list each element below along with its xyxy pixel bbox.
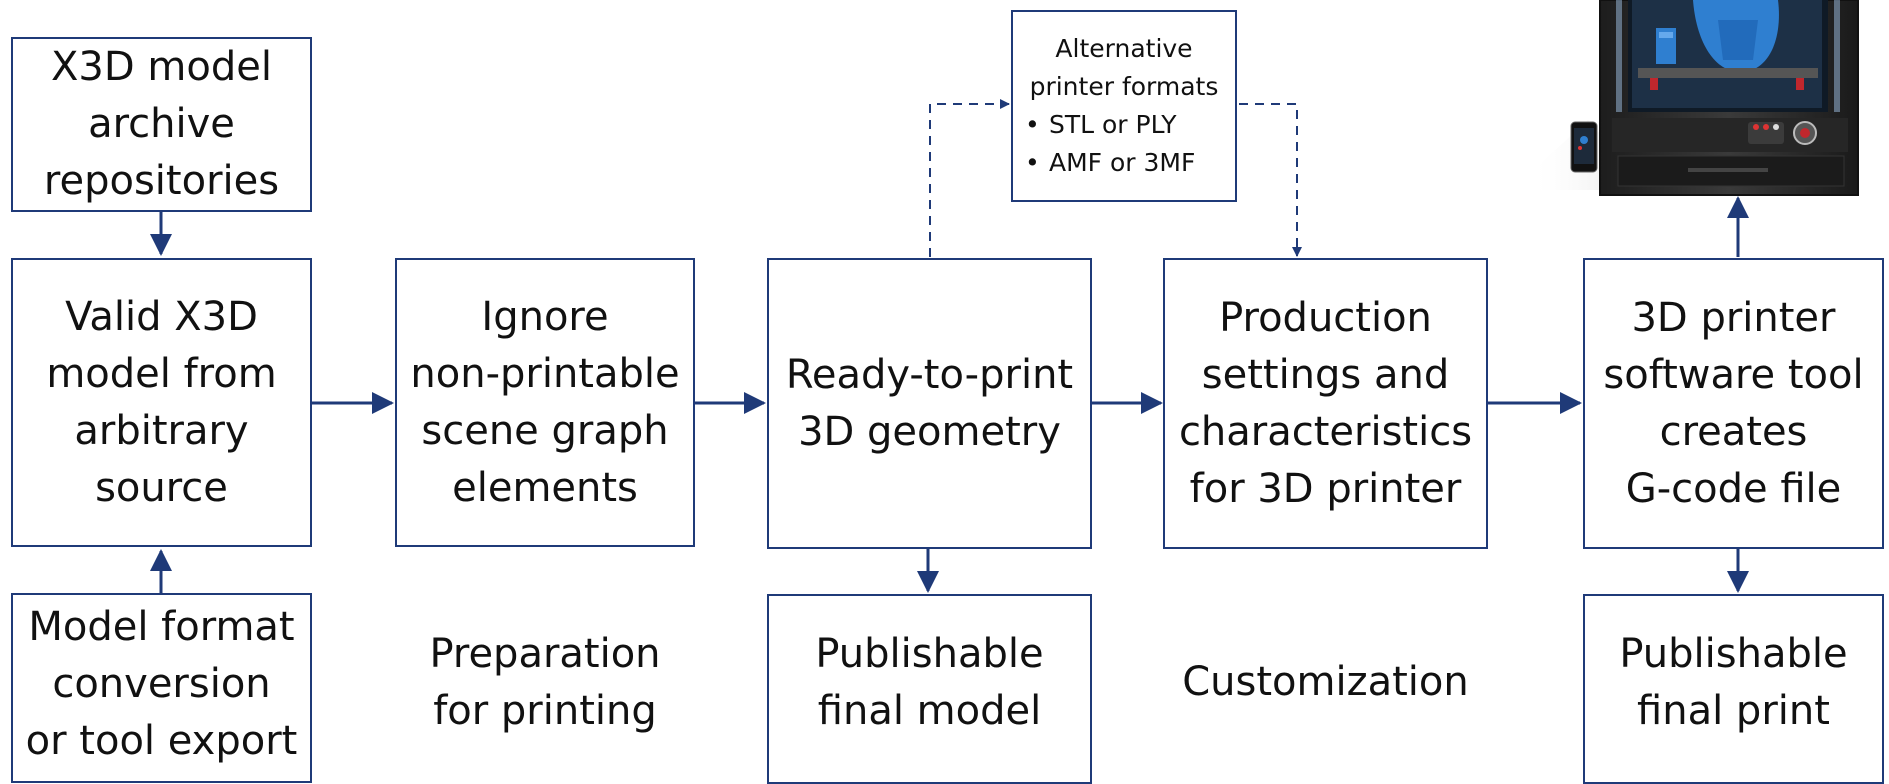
alt-title-line1: Alternative: [1055, 34, 1193, 63]
box-alternative-printer-formats: Alternative printer formats STL or PLY A…: [1011, 10, 1237, 202]
alt-title-line2: printer formats: [1029, 72, 1219, 101]
alt-format-item: STL or PLY: [1025, 106, 1235, 144]
dashed-arrow-ready-to-alternative: [929, 99, 1010, 257]
connector-arrows: [150, 99, 1749, 593]
dashed-arrow-alternative-to-production: [1239, 103, 1302, 257]
label-customization: Customization: [1182, 659, 1469, 705]
alt-format-item: AMF or 3MF: [1025, 144, 1235, 182]
3d-printer-photo-icon: [1528, 0, 1859, 196]
